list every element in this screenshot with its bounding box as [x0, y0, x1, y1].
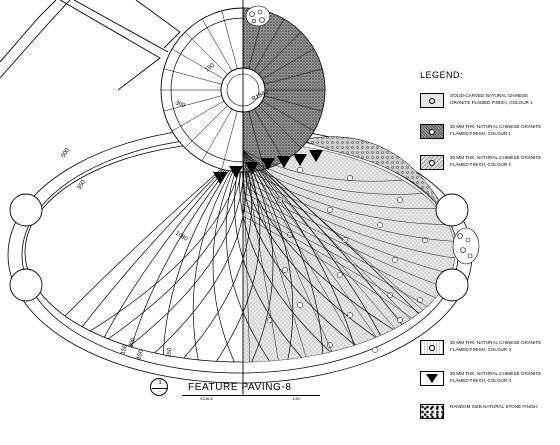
svg-text:300: 300 — [174, 100, 186, 109]
tile-marker — [397, 317, 403, 323]
grid-ray — [243, 149, 311, 362]
tree-symbols — [9, 193, 469, 302]
title-underline — [182, 395, 320, 396]
legend-swatch-2 — [420, 124, 444, 139]
tile-marker — [417, 297, 423, 303]
spoke-line — [201, 108, 233, 162]
spoke-line — [184, 105, 228, 149]
tile-marker — [377, 222, 383, 228]
spoke-line — [253, 108, 285, 162]
svg-text:150: 150 — [136, 349, 145, 361]
tile-marker — [297, 302, 303, 308]
grid-ray — [243, 149, 281, 362]
petal-arc — [234, 149, 324, 362]
grid-ray — [243, 149, 401, 362]
legend-swatch-3 — [420, 155, 444, 170]
chevron-tile — [277, 156, 291, 168]
svg-text:500: 500 — [61, 147, 72, 159]
tile-marker — [282, 267, 288, 273]
detail-ref-sub: - — [159, 389, 161, 395]
legend-item-2: 30 MM THK. NATURAL CHINESE GRANITE FLAME… — [420, 124, 542, 139]
spoke-line — [171, 100, 225, 132]
tile-marker — [397, 197, 403, 203]
legend-heading: LEGEND: — [420, 70, 464, 80]
spoke-line — [261, 100, 315, 132]
tile-marker — [347, 312, 353, 318]
svg-text:150: 150 — [204, 62, 216, 73]
spoke-line — [171, 48, 225, 80]
legend-swatch-4 — [420, 340, 444, 355]
grid-curve — [243, 179, 455, 261]
legend-item-4: 30 MM THK. NATURAL CHINESE GRANITE FLAME… — [420, 340, 542, 355]
tile-marker — [327, 207, 333, 213]
petal-arc — [82, 149, 244, 362]
spoke-line — [163, 95, 222, 112]
grid-curve — [243, 173, 455, 243]
legend-swatch-5 — [420, 371, 444, 386]
petal-arc — [162, 149, 244, 362]
petal-arc — [242, 149, 274, 362]
drawing-title: FEATURE PAVING-8 — [188, 382, 292, 393]
tile-marker — [347, 175, 353, 181]
tile-marker — [372, 347, 378, 353]
petal-arc — [192, 149, 244, 362]
petal-arc — [225, 149, 284, 362]
spoke-line — [258, 105, 302, 149]
svg-text:350: 350 — [77, 179, 88, 191]
chevron-tile — [229, 166, 243, 178]
legend-swatch-1 — [420, 93, 444, 108]
legend-item-3: 30 MM THK. NATURAL CHINESE GRANITE FLAME… — [420, 155, 542, 170]
chevron-tile — [309, 150, 323, 162]
petal-arc — [212, 149, 244, 362]
spoke-line — [163, 68, 222, 85]
chevron-tile — [293, 154, 307, 166]
detail-ref-circle: 1 - — [150, 378, 168, 396]
legend-text-5: 30 MM THK. NATURAL CHINESE GRANITE FLAME… — [450, 371, 542, 383]
scale-label: SCALE — [200, 396, 214, 401]
spoke-line — [258, 31, 302, 75]
spoke-line — [221, 111, 238, 170]
legend-text-2: 30 MM THK. NATURAL CHINESE GRANITE FLAME… — [450, 124, 542, 136]
svg-text:150: 150 — [120, 344, 129, 356]
svg-text:1080: 1080 — [174, 231, 189, 244]
petal-arc — [242, 149, 324, 362]
legend-text-1: SOLID-CARVED NATURAL CHINESE GRANITE FLA… — [450, 93, 533, 105]
chevron-tile — [213, 172, 227, 184]
tile-marker — [387, 292, 393, 298]
scale-value: 1:50 — [292, 396, 300, 401]
petal-arc — [239, 149, 364, 362]
legend-text-3: 30 MM THK. NATURAL CHINESE GRANITE FLAME… — [450, 155, 542, 167]
legend-item-6: RANDOM SIZE NATURAL STONE FINISH — [420, 404, 542, 419]
legend-swatch-6 — [420, 404, 444, 419]
tile-marker — [342, 237, 348, 243]
spoke-line — [221, 10, 238, 69]
detail-ref-number: 1 — [158, 380, 162, 386]
stone-patches — [245, 5, 480, 265]
legend-text-4: 30 MM THK. NATURAL CHINESE GRANITE FLAME… — [450, 340, 542, 352]
legend-text-6: RANDOM SIZE NATURAL STONE FINISH — [450, 404, 538, 409]
spoke-line — [264, 95, 323, 112]
legend-item-5: 30 MM THK. NATURAL CHINESE GRANITE FLAME… — [420, 371, 542, 386]
svg-text:150: 150 — [166, 347, 174, 359]
grid-ray — [243, 149, 251, 362]
svg-text:300: 300 — [128, 337, 137, 349]
spoke-line — [264, 68, 323, 85]
grid-ray — [243, 149, 341, 362]
tile-marker — [337, 272, 343, 278]
tile-marker — [297, 167, 303, 173]
spoke-line — [253, 18, 285, 72]
spoke-line — [261, 48, 315, 80]
spoke-line — [201, 18, 233, 72]
chevron-swatch-icon — [426, 374, 438, 383]
building-outline — [0, 0, 181, 91]
spoke-line — [184, 31, 228, 75]
legend-item-1: SOLID-CARVED NATURAL CHINESE GRANITE FLA… — [420, 93, 542, 108]
tile-marker — [392, 257, 398, 263]
grid-ray — [243, 149, 371, 362]
